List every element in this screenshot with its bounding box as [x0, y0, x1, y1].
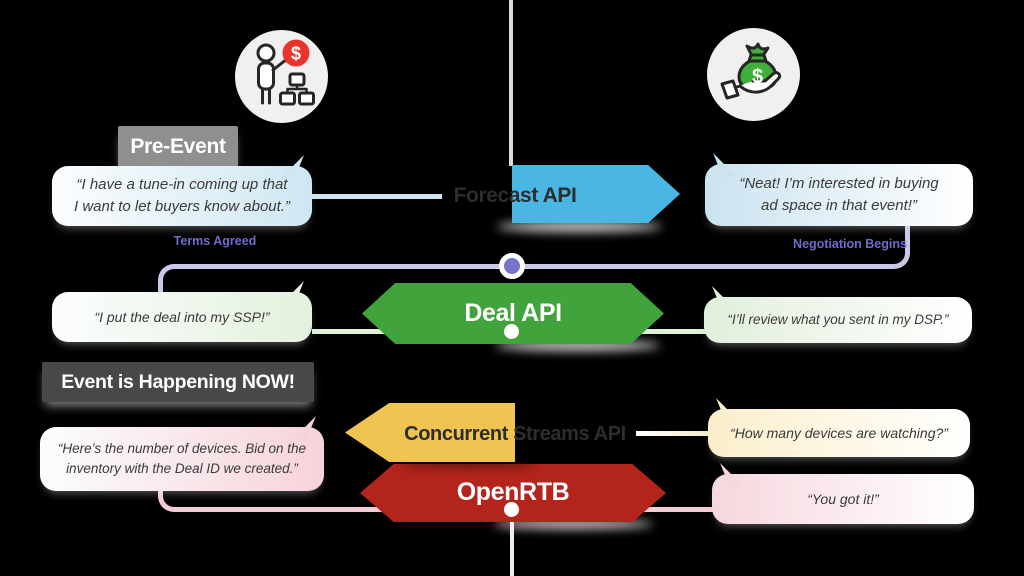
- buyer-icon: $: [707, 28, 800, 121]
- connector-terms-agreed: [158, 264, 512, 294]
- openrtb-timeline-dot: [504, 502, 519, 517]
- org-chart-connector: [286, 83, 308, 95]
- buyer-bubble-forecast: “Neat! I’m interested in buying ad space…: [705, 153, 973, 226]
- connector-seller-forecast: [312, 194, 442, 199]
- pre-event-badge: Pre-Event: [118, 126, 238, 168]
- person-body: [257, 61, 275, 91]
- seller-icon-circle: [235, 30, 328, 123]
- event-now-badge: Event is Happening NOW!: [42, 362, 314, 402]
- drop-shadow: [495, 340, 660, 351]
- negotiation-begins-label: Negotiation Begins: [793, 237, 907, 251]
- quote-text: “Here’s the number of devices. Bid on th…: [57, 441, 307, 476]
- drop-shadow: [497, 221, 662, 232]
- buyer-bubble-deal: “I’ll review what you sent in my DSP.”: [704, 286, 972, 343]
- concurrent-streams-label: Concurrent Streams API: [404, 423, 626, 445]
- pre-event-label: Pre-Event: [130, 135, 226, 158]
- buyer-bubble-openrtb: “You got it!”: [712, 463, 974, 524]
- hand: [728, 71, 782, 94]
- deal-timeline-dot: [504, 324, 519, 339]
- drop-shadow: [493, 519, 653, 529]
- timeline-top: [509, 0, 513, 166]
- deal-api-label: Deal API: [464, 299, 562, 327]
- connector-negotiation-begins: [512, 212, 910, 269]
- person-arm: [271, 57, 289, 72]
- dollar-sign: $: [752, 66, 763, 88]
- person-head: [256, 43, 276, 63]
- dollar-sign: $: [291, 44, 301, 64]
- timeline-bottom: [510, 510, 514, 576]
- terms-agreed-label: Terms Agreed: [173, 234, 257, 248]
- quote-text: “How many devices are watching?”: [730, 424, 948, 441]
- quote-text: “I’ll review what you sent in my DSP.”: [727, 312, 949, 328]
- org-chart-box: [298, 91, 315, 106]
- quote-text: “Neat! I’m interested in buying ad space…: [739, 175, 939, 214]
- seller-bubble-forecast: “I have a tune-in coming up that I want …: [52, 155, 312, 226]
- quote-text: “I put the deal into my SSP!”: [94, 308, 270, 325]
- seller-bubble-deal: “I put the deal into my SSP!”: [52, 281, 312, 342]
- org-chart-box: [279, 91, 296, 106]
- connector-concurrent: [636, 431, 710, 436]
- quote-text: “You got it!”: [807, 490, 879, 507]
- drop-shadow: [400, 460, 535, 469]
- quote-text: “I have a tune-in coming up that I want …: [74, 176, 290, 215]
- dollar-coin-icon: [282, 39, 310, 67]
- seller-icon: $: [235, 30, 328, 123]
- org-chart-box: [288, 72, 306, 87]
- bubble-tail: [720, 463, 744, 487]
- seller-bubble-bid: “Here’s the number of devices. Bid on th…: [40, 416, 324, 491]
- openrtb-label: OpenRTB: [456, 478, 570, 506]
- event-now-label: Event is Happening NOW!: [61, 370, 295, 393]
- buyer-bubble-concurrent: “How many devices are watching?”: [708, 398, 970, 457]
- connector-bid-elbow: [158, 489, 512, 512]
- hand-cuff: [720, 79, 740, 100]
- negotiation-milestone-dot: [499, 253, 525, 279]
- forecast-api-arrow: [512, 165, 680, 223]
- forecast-api-label: Forecast API: [453, 184, 577, 207]
